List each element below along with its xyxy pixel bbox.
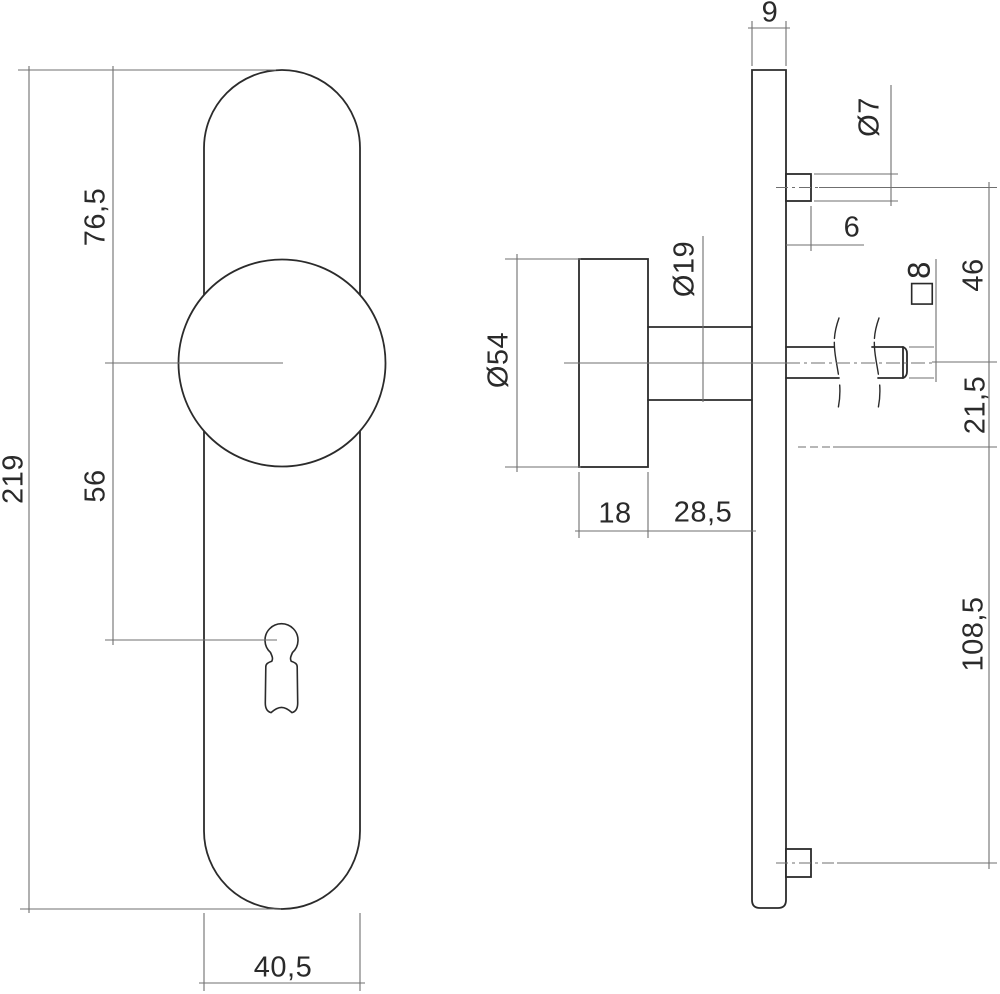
dim-label-neck-diameter: Ø19 [668, 240, 701, 298]
plate-side-profile [751, 69, 787, 909]
backplate-outline [203, 69, 361, 910]
dim-label-screw-boss-length: 6 [843, 211, 861, 244]
dim-label-overall-height: 219 [0, 454, 30, 504]
side-view-drawing [578, 69, 908, 909]
dim-label-screw-diameter: Ø7 [853, 97, 886, 137]
dim-label-lower-screw-spacing: 108,5 [957, 596, 990, 672]
dim-label-knob-total-depth: 28,5 [673, 496, 733, 529]
dim-label-spindle-offset: 21,5 [959, 375, 992, 435]
spindle-break-lines [833, 317, 881, 410]
side-view-dimension-lines [505, 21, 997, 869]
front-view-dimension-lines [18, 66, 365, 991]
dim-label-plate-thickness: 9 [761, 0, 779, 29]
dim-label-knob-face-depth: 18 [598, 497, 632, 530]
dim-label-top-to-knob: 76,5 [79, 187, 112, 247]
dim-label-knob-to-keyhole: 56 [79, 469, 112, 503]
dim-label-spindle-square: □8 [902, 260, 937, 308]
keyhole [264, 622, 299, 714]
dim-label-knob-diameter: Ø54 [482, 331, 515, 389]
dim-label-plate-width: 40,5 [253, 951, 313, 984]
dim-label-screw-to-spindle: 46 [957, 258, 990, 292]
front-view-drawing [177, 69, 387, 910]
